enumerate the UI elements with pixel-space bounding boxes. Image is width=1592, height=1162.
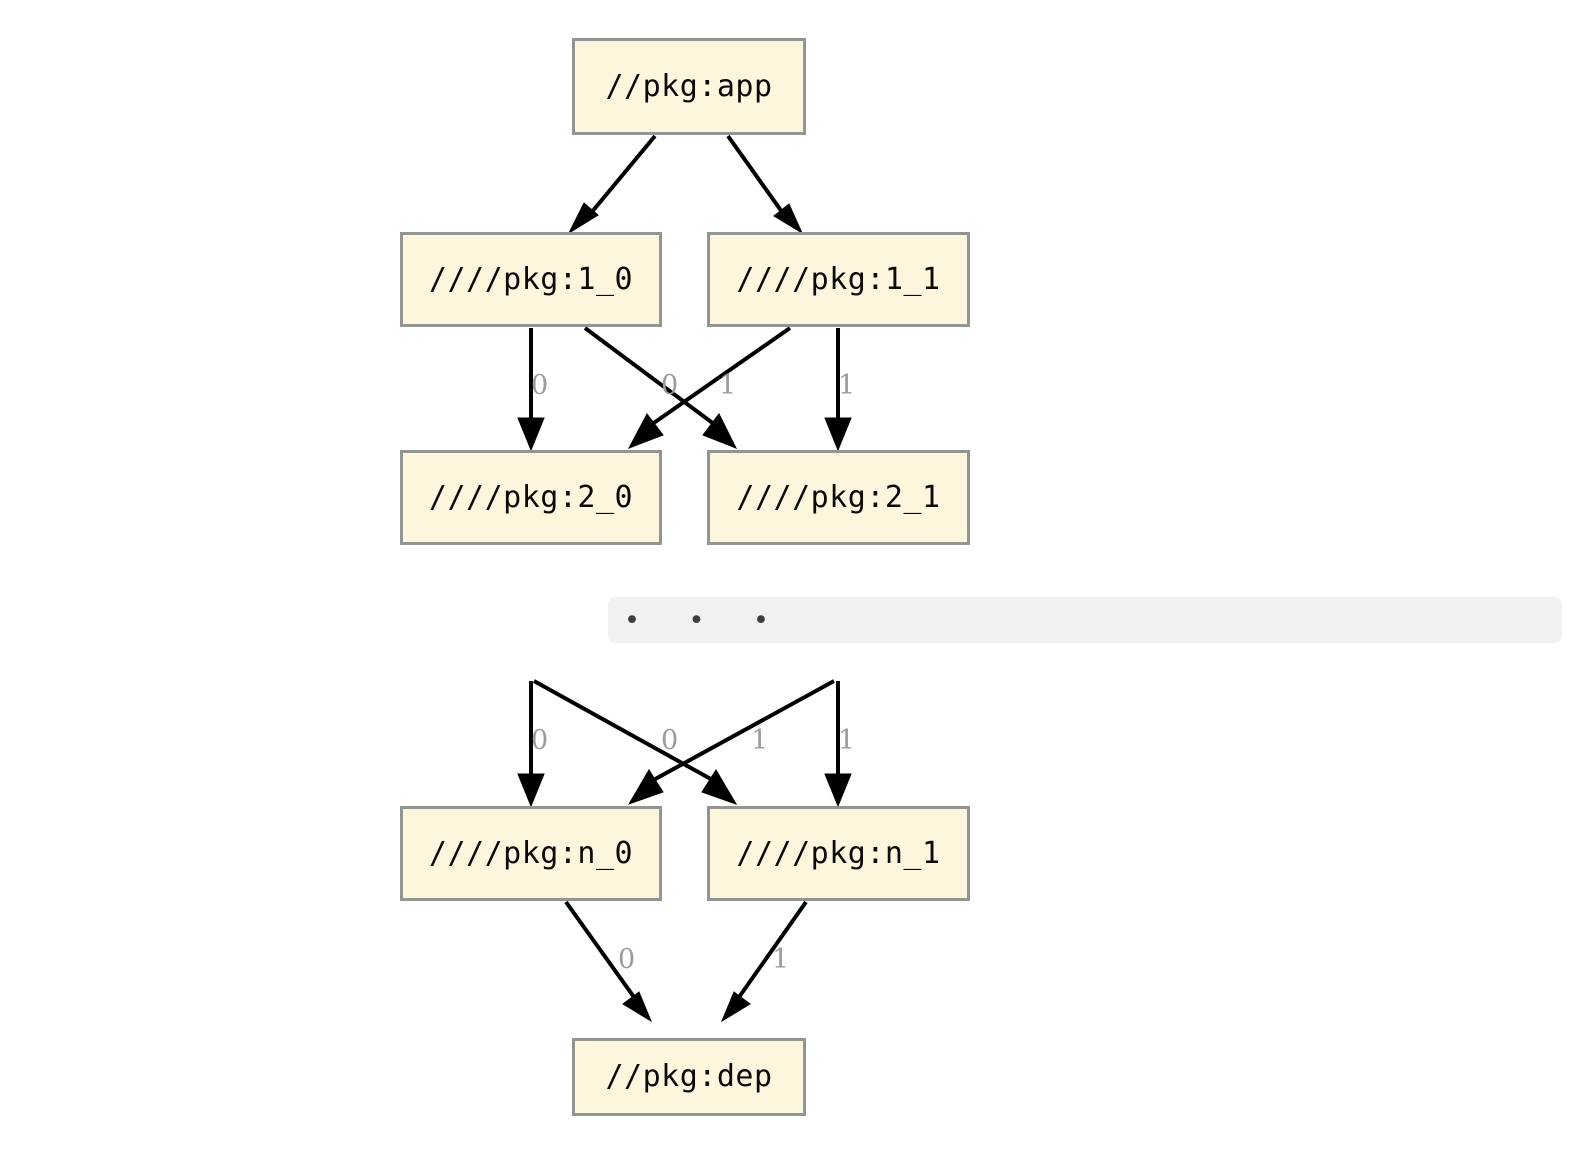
- node-label: ////pkg:1_0: [428, 261, 634, 297]
- edge-label-8: 0: [618, 944, 636, 975]
- node-label: ////pkg:1_1: [736, 261, 941, 297]
- node-label: ////pkg:n_1: [736, 835, 941, 871]
- edge-prev0-to-pkgn_0: [517, 681, 545, 808]
- edge-pkg1_0-to-pkg2_1: [583, 326, 738, 449]
- node-pkg-app[interactable]: //pkg:app: [572, 38, 806, 135]
- edge-label-0: 0: [531, 370, 549, 401]
- edge-label-4: 0: [531, 725, 549, 756]
- edge-prev1-to-pkgn_1: [824, 681, 852, 808]
- edge-prev1-to-pkgn_0: [627, 679, 835, 805]
- node-pkg-1_0[interactable]: ////pkg:1_0: [400, 232, 662, 327]
- node-label: //pkg:app: [605, 68, 773, 104]
- edge-pkg1_1-to-pkg2_1: [824, 328, 852, 452]
- edge-label-6: 1: [751, 725, 769, 756]
- edge-label-5: 0: [661, 725, 679, 756]
- edge-label-3: 1: [838, 370, 856, 401]
- edge-pkgn_1-to-dep: [720, 900, 808, 1023]
- node-label: ////pkg:2_0: [428, 479, 634, 515]
- node-label: //pkg:dep: [605, 1059, 773, 1094]
- edge-label-2: 1: [719, 370, 737, 401]
- node-pkg-dep[interactable]: //pkg:dep: [572, 1038, 806, 1116]
- edge-label-1: 0: [661, 370, 679, 401]
- edge-prev0-to-pkgn_1: [533, 679, 738, 805]
- node-label: ////pkg:2_1: [736, 479, 941, 515]
- edge-app-to-pkg1_0: [567, 134, 657, 235]
- edge-app-to-pkg1_1: [726, 134, 804, 235]
- ellipsis-dots: • • •: [624, 604, 789, 636]
- ellipsis-separator-band: • • •: [608, 597, 1562, 643]
- node-label: ////pkg:n_0: [428, 835, 634, 871]
- edge-pkg1_1-to-pkg2_0: [627, 326, 792, 449]
- node-pkg-1_1[interactable]: ////pkg:1_1: [707, 232, 970, 327]
- edge-pkg1_0-to-pkg2_0: [517, 328, 545, 452]
- edge-pkgn_0-to-dep: [564, 900, 653, 1023]
- edge-label-9: 1: [772, 944, 790, 975]
- edge-label-7: 1: [838, 725, 856, 756]
- node-pkg-2_1[interactable]: ////pkg:2_1: [707, 450, 970, 545]
- node-pkg-2_0[interactable]: ////pkg:2_0: [400, 450, 662, 545]
- node-pkg-n_1[interactable]: ////pkg:n_1: [707, 806, 970, 901]
- node-pkg-n_0[interactable]: ////pkg:n_0: [400, 806, 662, 901]
